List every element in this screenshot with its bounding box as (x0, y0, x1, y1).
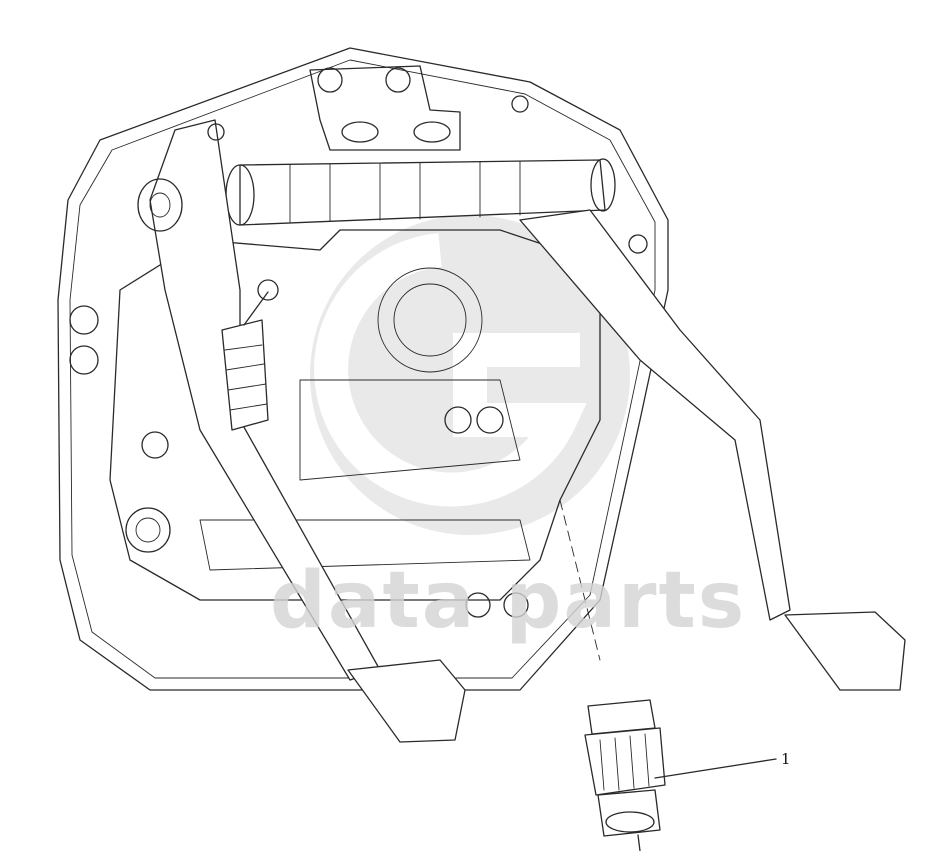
pushrod-assembly (221, 279, 279, 431)
top-mount-bracket (309, 65, 461, 151)
pivot-shaft (225, 158, 616, 226)
watermark-logo (310, 215, 630, 535)
brake-pedal (519, 209, 906, 691)
mounting-bolts (69, 95, 648, 618)
brake-light-switch (559, 499, 666, 851)
mounting-plate (57, 47, 669, 691)
callout-leader-1 (654, 758, 777, 779)
callout-label-1: 1 (781, 750, 791, 768)
bracket-housing (109, 229, 601, 601)
clutch-pedal (137, 119, 466, 743)
